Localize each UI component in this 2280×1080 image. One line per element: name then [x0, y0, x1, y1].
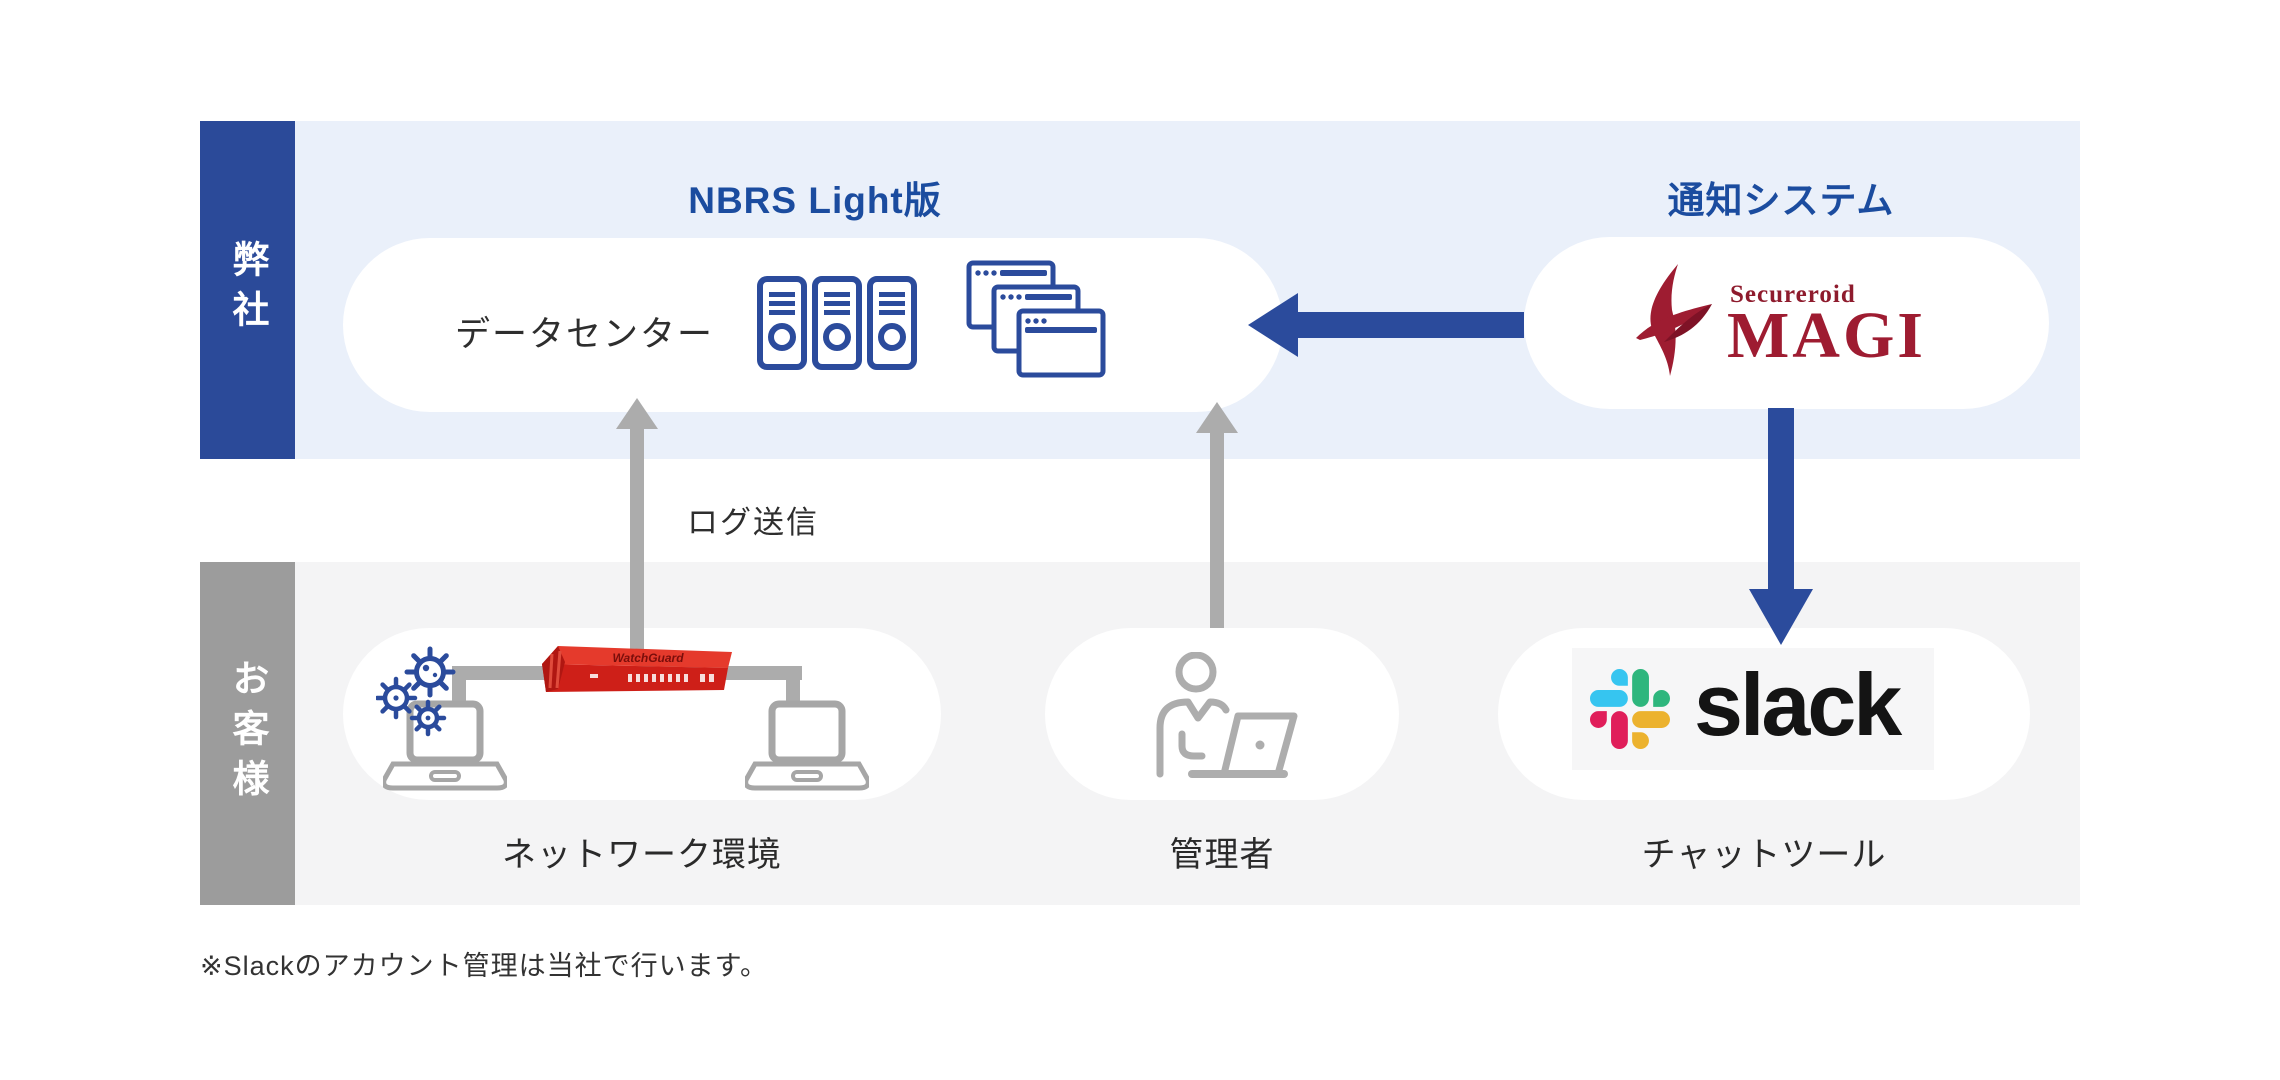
server-rack-icon	[757, 276, 917, 370]
network-caption: ネットワーク環境	[502, 836, 782, 874]
lane-label-company-text: 弊社	[227, 240, 268, 340]
arrow-head-down-icon	[1749, 589, 1813, 645]
datacenter-label: データセンター	[455, 315, 715, 354]
lane-label-customer-text: お客様	[227, 658, 268, 809]
chat-caption: チャットツール	[1641, 836, 1887, 874]
firewall-appliance: WatchGuard	[542, 646, 732, 692]
section-title-notification: 通知システム	[1667, 180, 1895, 221]
lane-label-company: 弊社	[200, 121, 295, 459]
magi-to-slack-arrow	[1749, 408, 1813, 645]
magi-logo-icon	[1636, 264, 1712, 376]
admin-caption: 管理者	[1169, 836, 1275, 874]
app-windows-icon	[966, 260, 1106, 378]
section-title-nbrs: NBRS Light版	[688, 180, 942, 221]
admin-person-icon	[1156, 652, 1298, 778]
magi-node	[1524, 237, 2049, 409]
arrow-head-up-icon	[1196, 402, 1238, 433]
virus-icons	[376, 646, 456, 737]
magi-product-text: MAGI	[1727, 299, 1926, 372]
log-upload-arrow	[616, 398, 658, 658]
magi-to-datacenter-arrow	[1248, 293, 1524, 357]
firewall-brand-text: WatchGuard	[612, 651, 684, 665]
footnote: ※Slackのアカウント管理は当社で行います。	[200, 951, 768, 981]
magi-brand-text: Secureroid	[1730, 281, 1856, 308]
log-upload-label: ログ送信	[687, 505, 819, 540]
lane-label-customer: お客様	[200, 562, 295, 905]
arrow-head-left-icon	[1248, 293, 1298, 357]
laptop-icon	[745, 700, 869, 791]
slack-icon	[1590, 669, 1670, 749]
arrow-head-up-icon	[616, 398, 658, 429]
slack-wordmark: slack	[1694, 655, 1902, 754]
admin-access-arrow	[1196, 402, 1238, 628]
slack-logo: slack	[1572, 648, 1934, 770]
